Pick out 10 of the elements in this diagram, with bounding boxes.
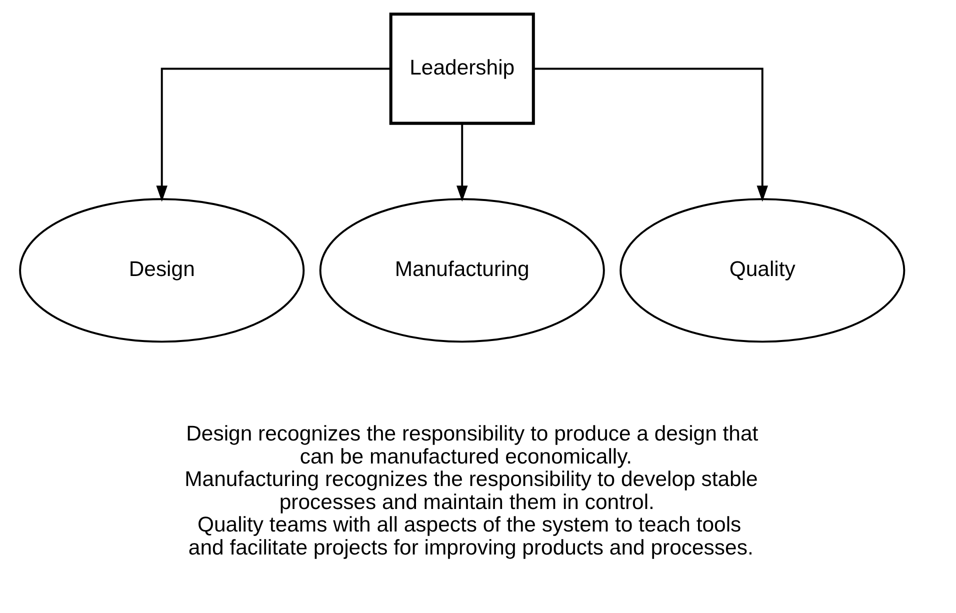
node-ellipse: Manufacturing: [318, 198, 604, 343]
label: Manufacturing recognizes the responsibility to develop stable processes and maintain them in control.: [184, 468, 758, 514]
arrow: [456, 124, 468, 202]
node-ellipse: Quality: [619, 198, 905, 343]
arrow: [156, 68, 390, 202]
node-ellipse: Design: [18, 198, 304, 343]
arrow: [533, 68, 768, 202]
node-box: Leadership: [388, 12, 534, 125]
label: Design recognizes the responsibility to produce a design that can be manufactured economically.: [186, 422, 758, 468]
label: Quality teams with all aspects of the system to teach tools and facilitate projects for improving products and processes.: [188, 514, 753, 560]
